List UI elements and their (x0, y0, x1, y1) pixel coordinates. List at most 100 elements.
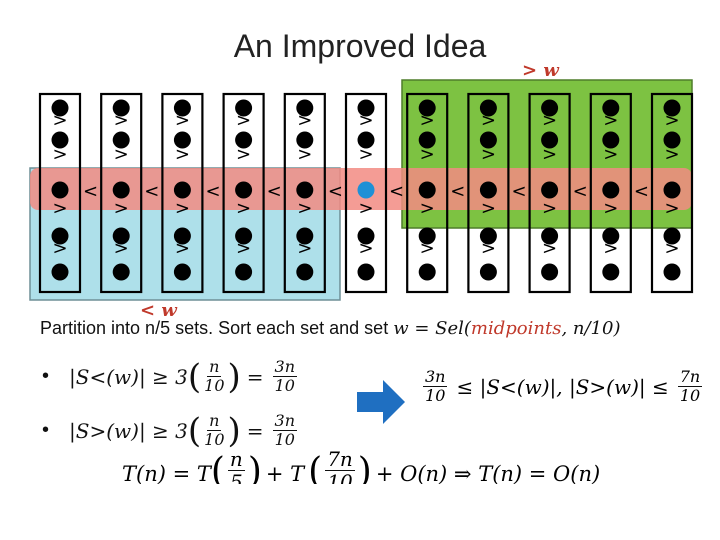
element-dot (235, 131, 253, 149)
bound-middle: ≤ |S<(w)|, |S>(w)| ≤ (456, 374, 669, 399)
partition-caption: Partition into n/5 sets. Sort each set a… (40, 318, 620, 339)
greater-than-sign: > (52, 144, 67, 165)
element-dot (51, 181, 69, 199)
greater-than-w-label: > w (522, 60, 560, 81)
less-than-sign: < (389, 181, 404, 202)
element-dot (602, 99, 620, 117)
greater-than-sign: > (52, 198, 67, 219)
element-dot (173, 99, 191, 117)
element-dot (235, 99, 253, 117)
element-dot (235, 227, 253, 245)
column-set (283, 92, 326, 294)
greater-than-sign: > (114, 198, 129, 219)
greater-than-sign: > (114, 110, 129, 131)
greater-than-sign: > (297, 198, 312, 219)
bullet-marker: • (42, 365, 50, 387)
element-dot (235, 181, 253, 199)
greater-than-sign: > (542, 144, 557, 165)
greater-than-sign: > (236, 110, 251, 131)
element-dot (663, 99, 681, 117)
element-dot (541, 263, 559, 281)
element-dot (479, 263, 497, 281)
column-set (589, 92, 632, 294)
less-than-w-label: < w (140, 300, 178, 321)
greater-than-sign: > (481, 110, 496, 131)
element-dot (173, 263, 191, 281)
element-dot (663, 227, 681, 245)
greater-than-sign: > (481, 144, 496, 165)
element-dot (357, 99, 375, 117)
column-set (467, 92, 510, 294)
greater-than-sign: > (542, 238, 557, 259)
element-dot (479, 131, 497, 149)
greater-than-sign: > (114, 144, 129, 165)
element-dot (663, 181, 681, 199)
greater-than-sign: > (358, 238, 373, 259)
element-dot (296, 263, 314, 281)
caption-lead: Partition into n/5 sets. Sort each set a… (40, 318, 394, 338)
element-dot (296, 181, 314, 199)
less-than-sign: < (450, 181, 465, 202)
element-dot (663, 263, 681, 281)
element-dot (173, 131, 191, 149)
less-than-sign: < (144, 181, 159, 202)
element-dot (357, 227, 375, 245)
greater-than-sign: > (175, 144, 190, 165)
greater-than-sign: > (603, 238, 618, 259)
greater-than-sign: > (420, 144, 435, 165)
element-dot (112, 227, 130, 245)
less-than-sign: < (511, 181, 526, 202)
element-dot (541, 181, 559, 199)
element-dot (296, 131, 314, 149)
greater-than-sign: > (236, 198, 251, 219)
greater-than-sign: > (175, 110, 190, 131)
greater-than-sign: > (358, 110, 373, 131)
bullet-lhs: |S<(w)| ≥ 3 (69, 364, 188, 389)
element-dot (173, 181, 191, 199)
implies-arrow-icon (357, 380, 405, 424)
greater-than-sign: > (664, 110, 679, 131)
slide-title: An Improved Idea (233, 28, 487, 64)
element-dot (602, 227, 620, 245)
column-set (344, 92, 388, 294)
greater-than-sign: > (175, 238, 190, 259)
less-than-sign: < (573, 181, 588, 202)
greater-than-sign: > (114, 238, 129, 259)
median-of-medians-dot (357, 181, 375, 199)
element-dot (418, 131, 436, 149)
element-dot (173, 227, 191, 245)
greater-than-sign: > (603, 198, 618, 219)
greater-than-sign: > (297, 144, 312, 165)
greater-than-sign: > (420, 238, 435, 259)
greater-than-sign: > (175, 198, 190, 219)
element-dot (418, 263, 436, 281)
element-dot (479, 227, 497, 245)
element-dot (357, 263, 375, 281)
element-dot (602, 263, 620, 281)
element-dot (51, 131, 69, 149)
less-than-sign: < (328, 181, 343, 202)
column-set (38, 92, 82, 294)
greater-than-sign: > (481, 198, 496, 219)
greater-than-sign: > (664, 238, 679, 259)
greater-than-sign: > (52, 238, 67, 259)
greater-than-sign: > (542, 110, 557, 131)
less-than-sign: < (83, 181, 98, 202)
less-than-sign: < (205, 181, 220, 202)
element-dot (602, 131, 620, 149)
element-dot (418, 99, 436, 117)
column-set (100, 92, 143, 294)
element-dot (541, 99, 559, 117)
less-than-sign: < (634, 181, 649, 202)
